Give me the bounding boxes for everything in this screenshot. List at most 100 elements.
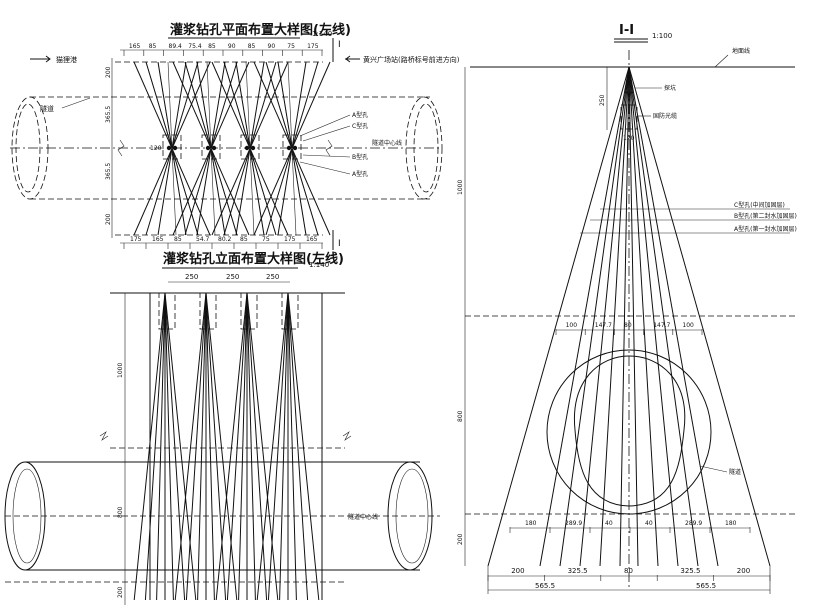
plan-left-leader xyxy=(61,97,91,109)
plan-hole-line xyxy=(167,61,177,236)
plan-hole-a1: A型孔 xyxy=(352,111,368,119)
elev-drill-rod xyxy=(205,292,215,601)
plan-bottom-dims-label: 165 xyxy=(306,236,318,243)
section-hole-line xyxy=(487,66,630,567)
elevation-view: 灌浆钻孔立面布置大样图(左线) 1:140 250 250 250 1000 8… xyxy=(4,251,440,605)
section-dim-250: 250 xyxy=(599,94,606,106)
section-left-dim-2: 800 xyxy=(457,410,464,422)
section-hole-line xyxy=(599,66,630,567)
plan-hole-c: C型孔 xyxy=(352,122,368,130)
plan-left-dim-1: 200 xyxy=(105,66,112,78)
plan-bottom-dims-label: 85 xyxy=(240,236,248,243)
section-hole-b: B型孔(第二封水加固层) xyxy=(734,212,797,220)
plan-break-left xyxy=(117,139,125,157)
elev-drill-rod xyxy=(164,292,174,601)
section-low-dims-label: 180 xyxy=(725,520,737,527)
elev-drill-rod xyxy=(287,292,297,601)
section-hole-line xyxy=(628,66,659,567)
section-ground-label: 地面线 xyxy=(732,47,750,55)
plan-top-dims-label: 75 xyxy=(287,43,295,50)
plan-hole-boxes xyxy=(162,134,302,160)
section-tunnel-leader xyxy=(699,465,728,473)
section-left-dim-3: 200 xyxy=(457,533,464,545)
elev-drill-rod xyxy=(174,292,207,601)
plan-small-dim: 120 xyxy=(150,145,162,152)
elev-drill-rod xyxy=(215,292,248,601)
plan-hole-pattern xyxy=(133,61,331,236)
elev-drill-rod xyxy=(164,292,197,601)
elev-drill-rod xyxy=(144,292,166,601)
section-hole-a: A型孔(第一封水加固层) xyxy=(734,225,797,233)
section-pit-label: 探坑 xyxy=(664,84,676,92)
elev-drill-rod xyxy=(287,292,320,601)
plan-hole-box xyxy=(282,134,302,160)
elev-drill-rod xyxy=(205,292,238,601)
section-low-dims-label: 289.9 xyxy=(685,520,702,527)
plan-leader-c xyxy=(302,125,351,142)
plan-hole-dot xyxy=(166,145,172,151)
elevation-scale: 1:140 xyxy=(309,261,329,269)
elev-spacing-3: 250 xyxy=(266,273,279,281)
section-bot-dims1-label: 325.5 xyxy=(568,567,588,575)
plan-left-dim-4: 200 xyxy=(105,213,112,225)
elev-drill-rod xyxy=(156,292,166,601)
section-bot2-dim-1: 565.5 xyxy=(535,582,555,590)
section-mid-dims-label: 147.7 xyxy=(595,322,612,329)
plan-bottom-dims-label: 175 xyxy=(284,236,296,243)
plan-bottom-dims-label: 85 xyxy=(174,236,182,243)
section-bot-dims1-label: 325.5 xyxy=(680,567,700,575)
section-hole-fan xyxy=(487,66,771,567)
plan-bottom-dims-label: 54.7 xyxy=(196,236,210,243)
section-mid-dims-label: 147.7 xyxy=(653,322,670,329)
elev-drill-rod xyxy=(246,292,279,601)
plan-hole-box xyxy=(201,134,221,160)
section-view: I-I 1:100 地面线 1000 800 200 250 探坑 国防光缆 1… xyxy=(457,23,797,594)
elev-center-label: 隧道中心线 xyxy=(348,513,378,521)
plan-right-note: 黄兴广场站(路桥标号前进方向) xyxy=(363,55,460,64)
section-hole-line xyxy=(539,66,630,567)
plan-hole-dot xyxy=(211,145,217,151)
plan-left-label: 隧道 xyxy=(40,104,54,113)
plan-hole-dot xyxy=(172,145,178,151)
elev-drill-rod xyxy=(185,292,207,601)
plan-leader-b xyxy=(302,154,351,158)
section-title: I-I xyxy=(619,23,634,38)
elev-drill-rod xyxy=(246,292,268,601)
plan-hole-dot xyxy=(250,145,256,151)
elev-drill-rod xyxy=(267,292,289,601)
section-hole-line xyxy=(628,66,771,567)
plan-top-dims-label: 85 xyxy=(248,43,256,50)
section-scale: 1:100 xyxy=(652,32,672,40)
section-bot-dims1-label: 200 xyxy=(511,567,524,575)
plan-bottom-dims-label: 165 xyxy=(152,236,164,243)
plan-top-dims-label: 90 xyxy=(228,43,236,50)
section-bot-dims1-label: 80 xyxy=(624,567,633,575)
elev-drill-rod xyxy=(246,292,256,601)
left-arrow-icon xyxy=(30,55,51,63)
section-hole-line xyxy=(619,66,630,567)
section-left-dim-1: 1000 xyxy=(457,180,464,195)
elev-drill-rod xyxy=(256,292,289,601)
section-ground-leader xyxy=(714,54,729,68)
plan-hole-dot xyxy=(205,145,211,151)
section-tunnel-outer xyxy=(546,349,712,515)
plan-top-dims-label: 85 xyxy=(208,43,216,50)
plan-leader-a2 xyxy=(299,161,351,175)
plan-hole-line xyxy=(206,61,216,236)
plan-left-dim-2: 365.5 xyxy=(105,106,112,123)
elev-drill-rods xyxy=(133,292,323,601)
plan-top-dims-label: 175 xyxy=(307,43,319,50)
elev-drill-rod xyxy=(279,292,289,601)
plan-scale: 1:140 xyxy=(312,30,332,38)
plan-hole-dot xyxy=(292,145,298,151)
elev-spacing-2: 250 xyxy=(226,273,239,281)
section-hole-line xyxy=(559,66,630,567)
section-hole-line xyxy=(628,66,719,567)
plan-tunnel-right-end xyxy=(405,96,443,200)
plan-break-right xyxy=(325,139,333,157)
